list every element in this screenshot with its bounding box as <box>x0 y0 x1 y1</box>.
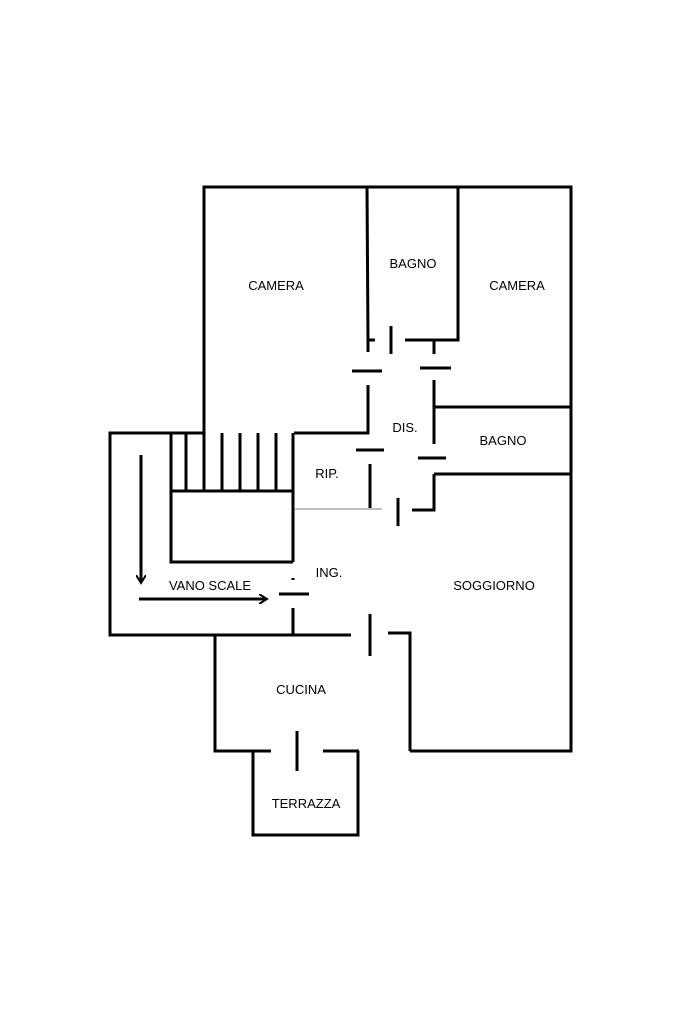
room-label-vano-scale: VANO SCALE <box>169 578 251 593</box>
room-label-camera-left: CAMERA <box>248 278 304 293</box>
terrazza-walls <box>251 751 360 837</box>
outer-walls <box>108 185 573 753</box>
room-label-ripostiglio: RIP. <box>315 466 339 481</box>
room-label-ingresso: ING. <box>316 565 343 580</box>
room-label-camera-right: CAMERA <box>489 278 545 293</box>
room-label-soggiorno: SOGGIORNO <box>453 578 535 593</box>
ripostiglio-walls <box>291 433 382 562</box>
room-label-bagno-upper: BAGNO <box>390 256 437 271</box>
door-leaves-upper <box>352 366 451 373</box>
room-label-bagno-right: BAGNO <box>480 433 527 448</box>
ingresso-walls <box>215 578 412 771</box>
disimpegno-walls <box>294 380 571 526</box>
staircase <box>169 433 293 564</box>
room-label-terrazza: TERRAZZA <box>272 796 341 811</box>
room-label-cucina: CUCINA <box>276 682 326 697</box>
room-label-disimpegno: DIS. <box>392 420 417 435</box>
upper-internal-walls <box>365 186 460 354</box>
